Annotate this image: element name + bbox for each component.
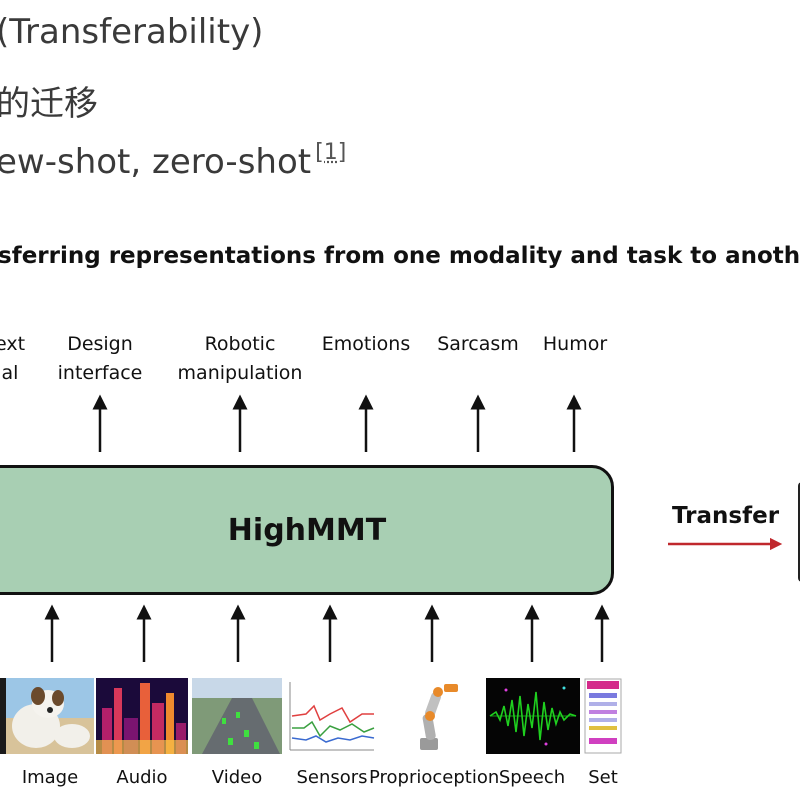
- dog-photo-icon: [6, 678, 94, 754]
- highway-video-icon: [192, 678, 282, 754]
- transfer-label: Transfer: [672, 503, 779, 529]
- image-thumbnail: [6, 678, 94, 754]
- model-label: HighMMT: [227, 512, 387, 548]
- output-label-line: Humor: [542, 333, 608, 355]
- input-label-set: Set: [588, 767, 618, 788]
- input-label-audio: Audio: [116, 767, 168, 788]
- speech-thumbnail: [486, 678, 580, 754]
- transfer-label-text: Transfer: [672, 503, 780, 529]
- speech-waveform-icon: [486, 678, 580, 754]
- citation-link[interactable]: [1]: [315, 140, 347, 165]
- input-label-image: Image: [21, 767, 79, 788]
- sensor-signal-icon: [286, 678, 376, 754]
- partial-thumbnail: [0, 678, 6, 754]
- input-label-speech: Speech: [498, 767, 566, 788]
- output-label-text: ext al: [0, 330, 50, 388]
- input-label-video: Video: [211, 767, 263, 788]
- input-label-proprioception: Proprioception: [369, 767, 500, 788]
- output-label-robotic-manipulation: Robotic manipulation: [170, 330, 310, 388]
- output-label-sarcasm: Sarcasm: [428, 330, 528, 359]
- input-label-sensors: Sensors: [296, 767, 368, 788]
- robot-arm-icon: [406, 678, 466, 754]
- sensors-thumbnail: [286, 678, 376, 754]
- output-label-line: Design: [67, 333, 133, 355]
- output-label-line: Emotions: [321, 333, 411, 355]
- slide-line-fewshot-text: ew-shot, zero-shot: [0, 142, 312, 182]
- output-label-line: ext: [0, 333, 26, 355]
- output-label-humor: Humor: [530, 330, 620, 359]
- audio-thumbnail: [96, 678, 188, 754]
- slide-line-chinese: 的迁移: [0, 76, 98, 125]
- output-label-line: Robotic: [204, 333, 276, 355]
- highmmt-model-box: HighMMT: [0, 465, 614, 595]
- diagram-subtitle: sferring representations from one modali…: [0, 243, 800, 269]
- output-label-line: al: [1, 362, 19, 384]
- output-label-design-interface: Design interface: [50, 330, 150, 388]
- output-label-line: Sarcasm: [437, 333, 519, 355]
- video-thumbnail: [192, 678, 282, 754]
- diagram-subtitle-text: sferring representations from one modali…: [0, 243, 800, 269]
- slide-line-chinese-text: 的迁移: [0, 84, 98, 124]
- spectrogram-icon: [96, 678, 188, 754]
- proprioception-thumbnail: [406, 678, 466, 754]
- output-label-emotions: Emotions: [311, 330, 421, 359]
- output-label-line: manipulation: [177, 362, 303, 384]
- output-label-line: interface: [57, 362, 143, 384]
- slide-line-fewshot: ew-shot, zero-shot[1]: [0, 140, 346, 182]
- slide-title-text: (Transferability): [0, 12, 264, 52]
- set-document-icon: [584, 678, 622, 754]
- target-model-box-edge: [798, 482, 800, 582]
- slide-title: (Transferability): [0, 12, 263, 52]
- set-thumbnail: [584, 678, 622, 754]
